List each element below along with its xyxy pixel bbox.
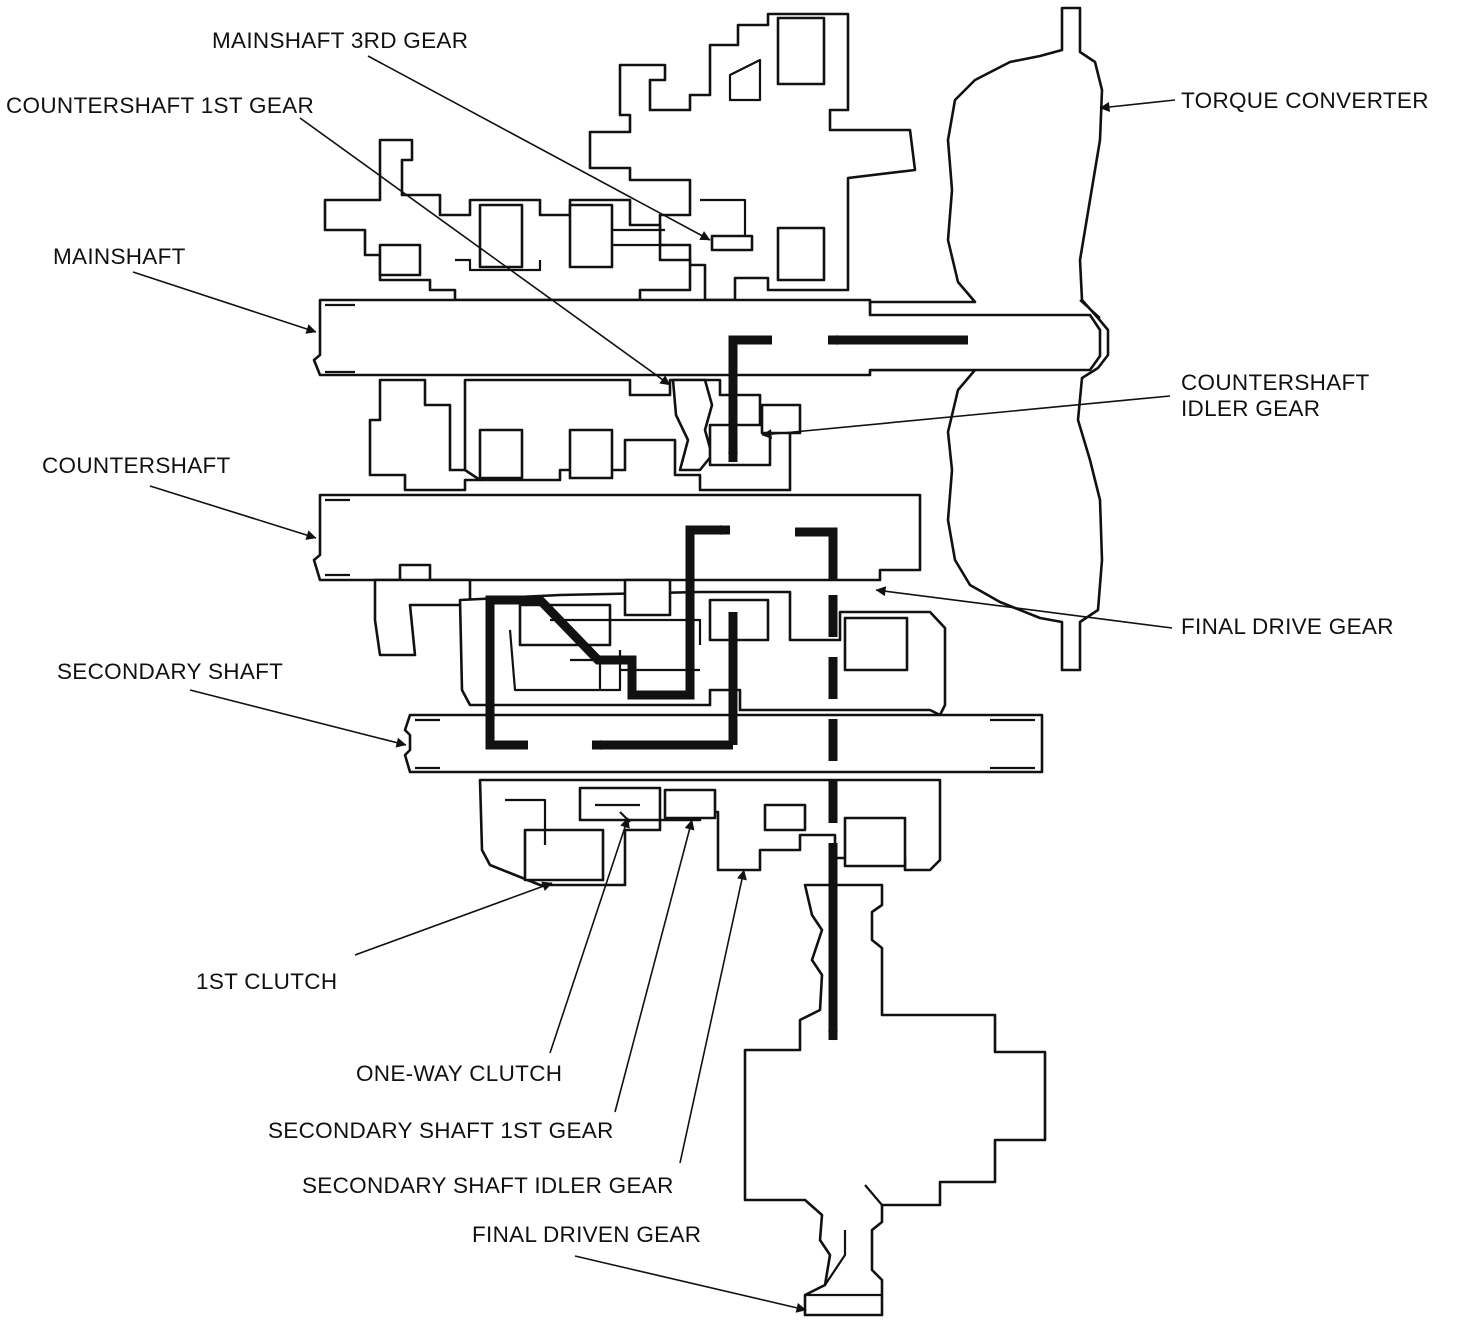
- label-torque-converter: TORQUE CONVERTER: [1181, 88, 1429, 113]
- power-flow-path: [485, 335, 968, 1041]
- final-driven-gear-differential: [743, 883, 1047, 1317]
- label-one-way-clutch: ONE-WAY CLUTCH: [356, 1061, 562, 1086]
- leader-lines: [132, 55, 1176, 1313]
- power-flow-final-drive-start: [795, 527, 838, 580]
- label-countershaft-1st-gear: COUNTERSHAFT 1ST GEAR: [6, 93, 314, 118]
- label-mainshaft: MAINSHAFT: [53, 244, 186, 269]
- label-countershaft-idler-gear-line1: COUNTERSHAFT: [1181, 370, 1370, 395]
- secondary-shaft-assembly: [403, 578, 1044, 887]
- label-final-driven-gear: FINAL DRIVEN GEAR: [472, 1222, 701, 1247]
- countershaft-assembly: [312, 378, 922, 657]
- label-secondary-shaft-1st-gear: SECONDARY SHAFT 1ST GEAR: [268, 1118, 614, 1143]
- label-final-drive-gear: FINAL DRIVE GEAR: [1181, 614, 1394, 639]
- label-secondary-shaft-idler-gear: SECONDARY SHAFT IDLER GEAR: [302, 1173, 674, 1198]
- callout-labels: MAINSHAFT 3RD GEAR COUNTERSHAFT 1ST GEAR…: [6, 28, 1429, 1247]
- label-mainshaft-3rd-gear: MAINSHAFT 3RD GEAR: [212, 28, 468, 53]
- label-countershaft: COUNTERSHAFT: [42, 453, 231, 478]
- label-secondary-shaft: SECONDARY SHAFT: [57, 659, 283, 684]
- label-1st-clutch: 1ST CLUTCH: [196, 969, 337, 994]
- label-countershaft-idler-gear-line2: IDLER GEAR: [1181, 396, 1320, 421]
- power-flow-first-clutch-loop: [485, 525, 731, 750]
- power-flow-mainshaft-drop: [728, 335, 772, 463]
- power-flow-countershaft-path: [592, 612, 738, 745]
- mainshaft-assembly: [312, 12, 1102, 377]
